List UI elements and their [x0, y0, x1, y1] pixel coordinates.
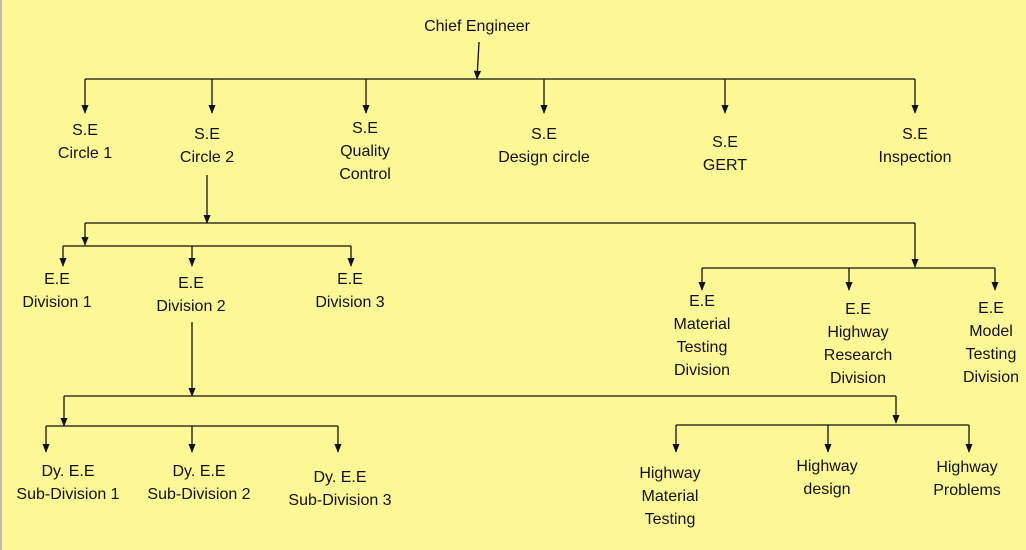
node-line: Design circle — [498, 149, 590, 166]
node-line: Control — [339, 166, 391, 183]
node-line: Division — [962, 369, 1020, 386]
ee-division-2-node: E.E Division 2 — [156, 272, 225, 318]
node-line: design — [803, 481, 851, 498]
connector-arrow — [473, 41, 482, 80]
ee-model-testing-node: E.E Model Testing Division — [963, 297, 1019, 389]
ee-highway-research-node: E.E Highway Research Division — [824, 298, 892, 390]
dy-ee-sub-division-2-node: Dy. E.E Sub-Division 2 — [147, 460, 250, 506]
highway-problems-node: Highway Problems — [933, 456, 1001, 502]
node-line: Sub-Division 1 — [16, 486, 120, 503]
node-line: Highway — [796, 458, 858, 475]
node-line: Highway — [827, 324, 889, 341]
node-line: E.E — [44, 271, 70, 288]
ee-material-testing-node: E.E Material Testing Division — [674, 290, 731, 382]
node-line: Circle 1 — [57, 145, 113, 162]
node-line: GERT — [702, 157, 748, 174]
se-design-circle-node: S.E Design circle — [498, 123, 590, 169]
node-line: Sub-Division 3 — [288, 492, 392, 509]
se-circle-1-node: S.E Circle 1 — [58, 119, 112, 165]
node-line: Division 3 — [315, 294, 385, 311]
chief-engineer-node: Chief Engineer — [424, 15, 530, 38]
node-line: E.E — [845, 301, 871, 318]
se-gert-node: S.E GERT — [703, 131, 747, 177]
node-line: Dy. E.E — [313, 469, 367, 486]
se-quality-control-node: S.E Quality Control — [339, 117, 391, 186]
highway-material-testing-node: Highway Material Testing — [639, 462, 700, 531]
node-line: S.E — [352, 120, 378, 137]
node-line: Material — [641, 488, 699, 505]
node-line: Chief Engineer — [424, 18, 530, 35]
node-line: Testing — [676, 339, 728, 356]
se-inspection-node: S.E Inspection — [879, 123, 952, 169]
node-line: Dy. E.E — [172, 463, 226, 480]
node-line: S.E — [712, 134, 738, 151]
node-line: Research — [823, 347, 893, 364]
se-circle-2-node: S.E Circle 2 — [180, 123, 234, 169]
node-line: S.E — [194, 126, 220, 143]
node-line: Problems — [933, 482, 1001, 499]
ee-division-1-node: E.E Division 1 — [22, 268, 91, 314]
ee-division-3-node: E.E Division 3 — [315, 268, 384, 314]
dy-ee-sub-division-1-node: Dy. E.E Sub-Division 1 — [16, 460, 119, 506]
node-line: S.E — [902, 126, 928, 143]
node-line: Division — [829, 370, 887, 387]
node-line: Model — [969, 323, 1013, 340]
node-line: Division 2 — [156, 298, 226, 315]
node-line: Dy. E.E — [41, 463, 95, 480]
dy-ee-sub-division-3-node: Dy. E.E Sub-Division 3 — [288, 466, 391, 512]
node-line: Testing — [965, 346, 1017, 363]
node-line: E.E — [689, 293, 715, 310]
highway-design-node: Highway design — [796, 455, 857, 501]
node-line: Sub-Division 2 — [147, 486, 251, 503]
node-line: E.E — [178, 275, 204, 292]
node-line: Circle 2 — [179, 149, 235, 166]
node-line: Inspection — [878, 149, 952, 166]
node-line: E.E — [978, 300, 1004, 317]
node-line: Highway — [639, 465, 701, 482]
node-line: Highway — [936, 459, 998, 476]
node-line: Division — [673, 362, 730, 379]
node-line: Division 1 — [22, 294, 92, 311]
node-line: E.E — [337, 271, 363, 288]
node-line: Quality — [340, 143, 390, 160]
node-line: Testing — [644, 511, 696, 528]
node-line: Material — [673, 316, 731, 333]
node-line: S.E — [531, 126, 557, 143]
node-line: S.E — [72, 122, 98, 139]
